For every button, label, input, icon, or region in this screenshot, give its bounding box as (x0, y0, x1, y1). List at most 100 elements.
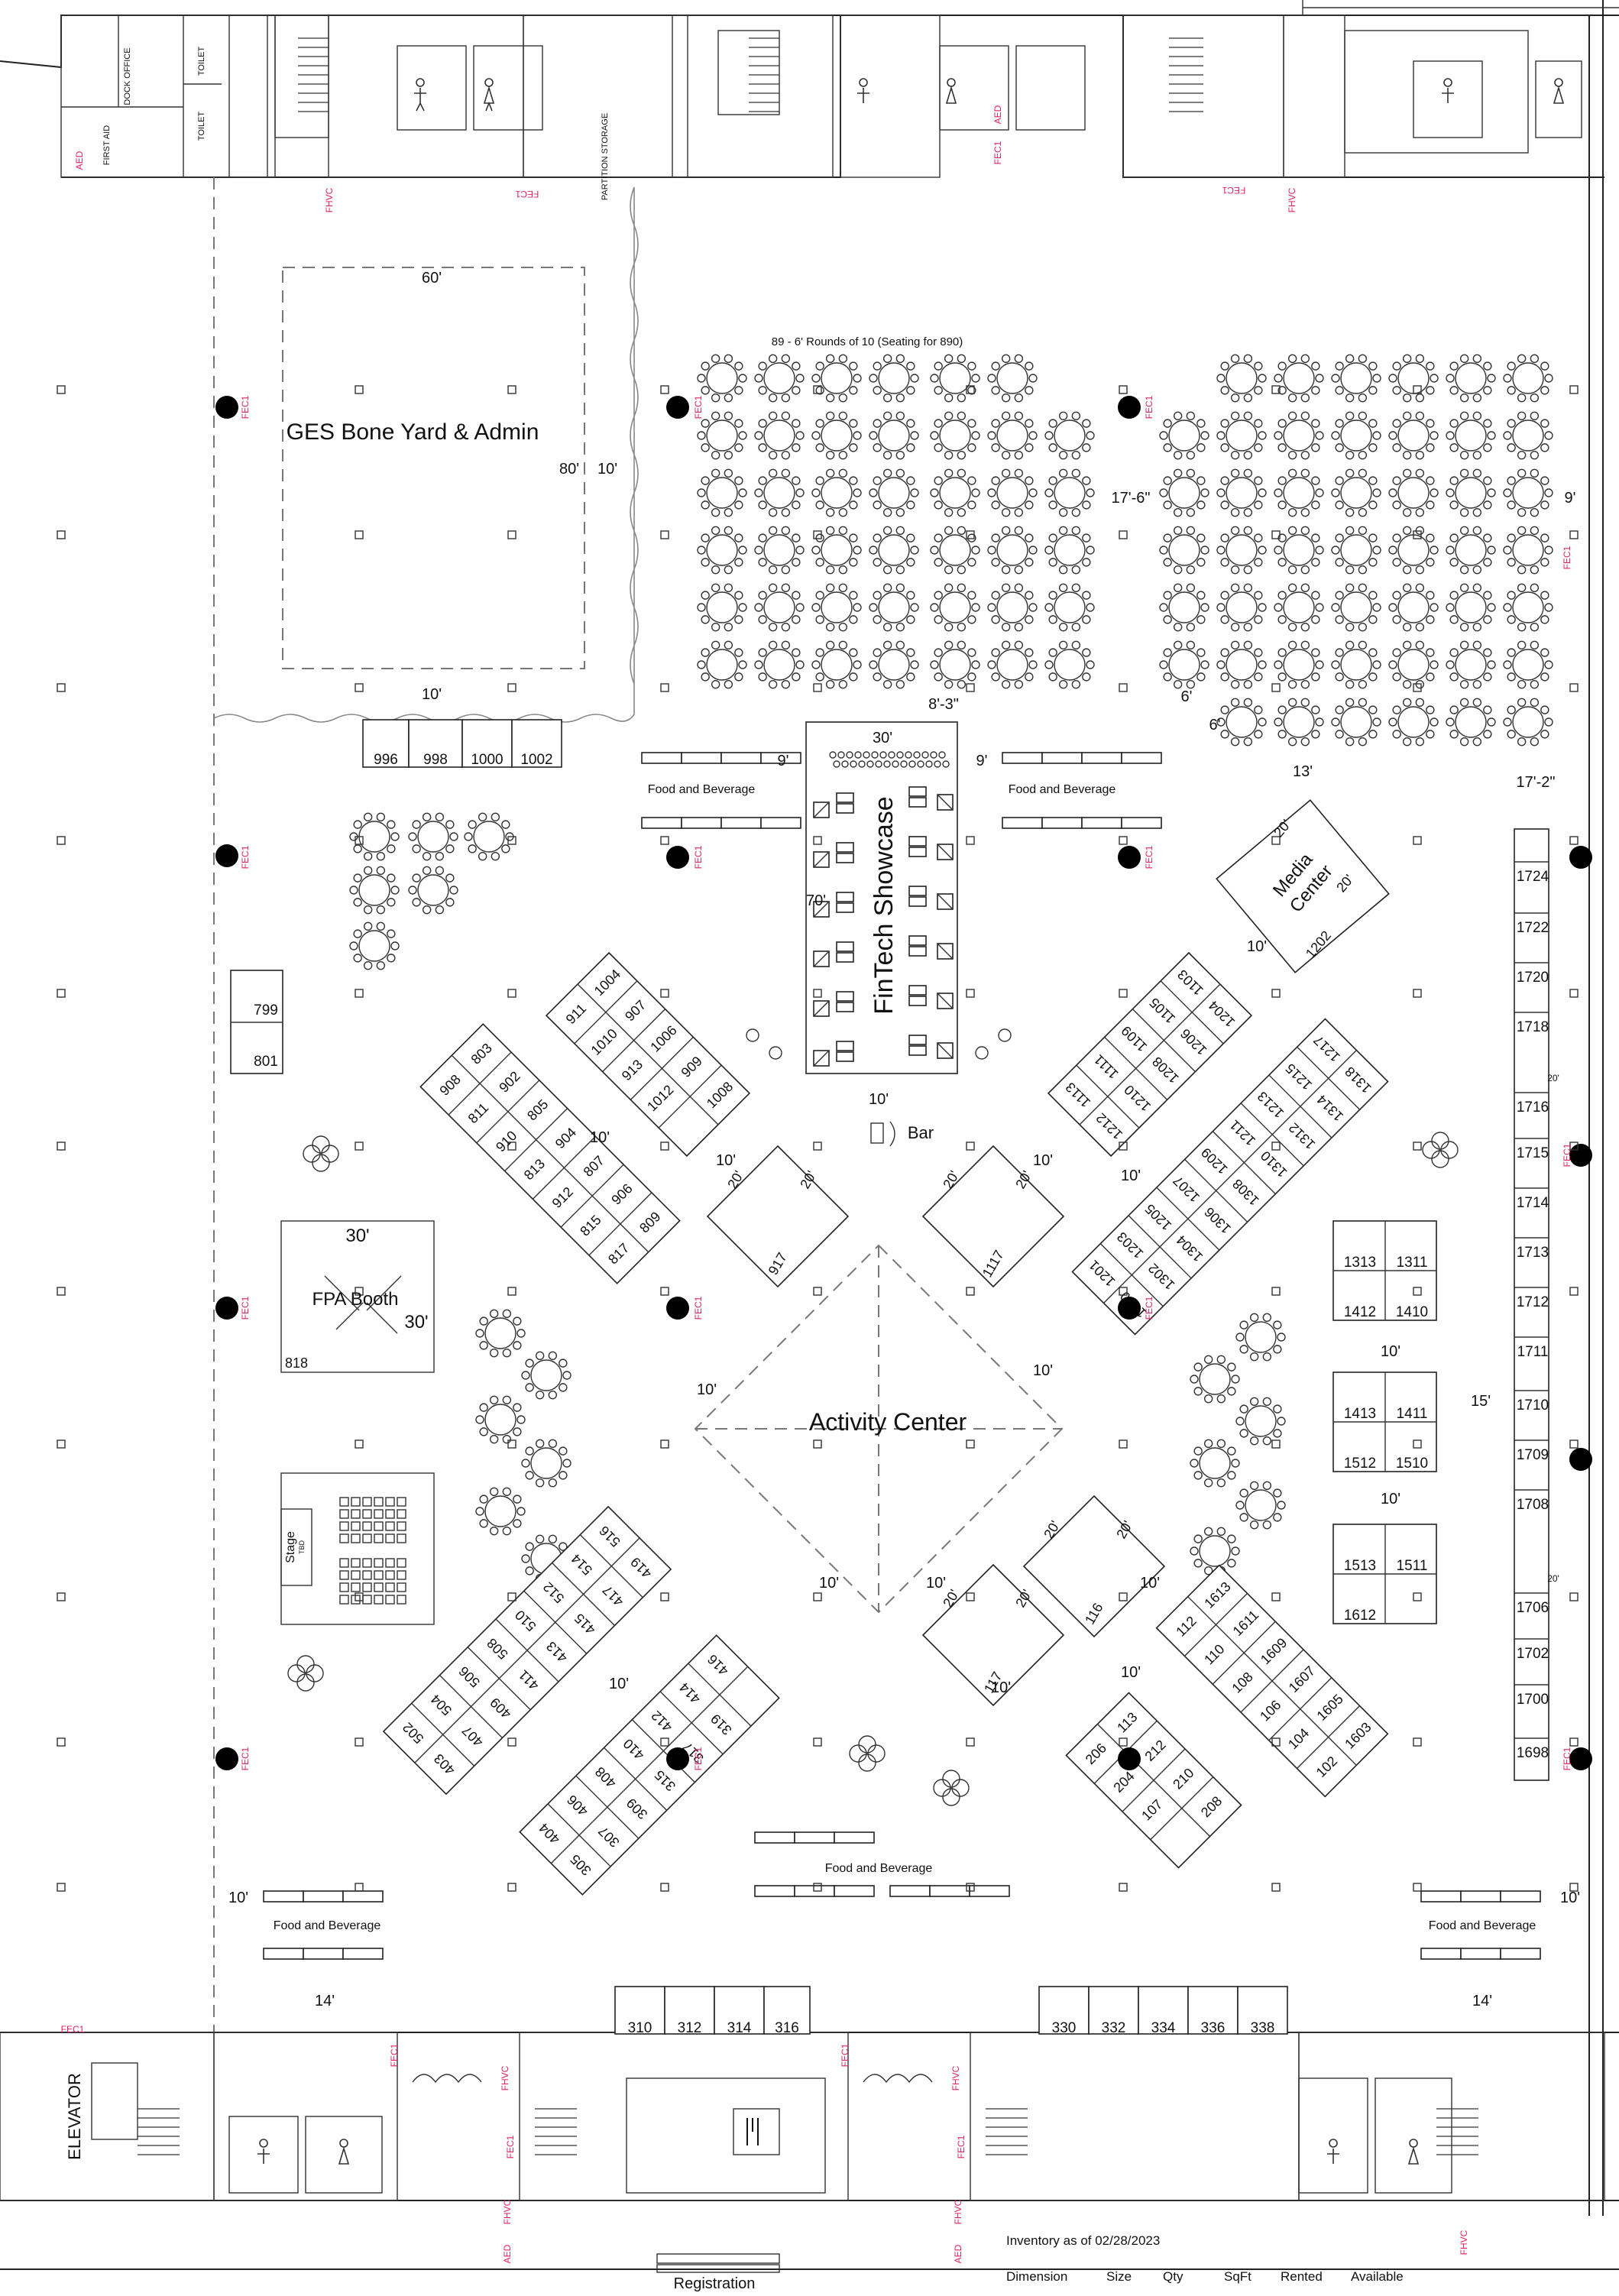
chair (1517, 354, 1527, 364)
marker (1569, 836, 1579, 845)
chair (1173, 565, 1183, 575)
chair (906, 591, 915, 600)
bar-table (975, 1046, 989, 1060)
chair (815, 591, 824, 600)
chair (869, 374, 878, 383)
chair (1243, 583, 1253, 593)
round-table (1340, 591, 1372, 623)
booth-number: 1311 (1397, 1255, 1428, 1271)
marker (660, 1142, 669, 1151)
fb-table (929, 1885, 970, 1897)
chair (1082, 500, 1091, 510)
chair (734, 591, 743, 600)
seat (351, 1558, 361, 1568)
chair (1402, 640, 1412, 650)
chair (1335, 558, 1344, 567)
chair (1459, 565, 1469, 575)
fb-table (794, 1831, 835, 1844)
chair (1335, 705, 1344, 714)
chair (1159, 431, 1168, 440)
chair (535, 1534, 545, 1544)
round-table (1054, 419, 1086, 452)
dining-icon (733, 2108, 780, 2155)
chair (1483, 361, 1492, 371)
round-table (763, 362, 795, 394)
chair (1402, 565, 1412, 575)
chair (1392, 730, 1401, 739)
chair (1388, 546, 1397, 555)
chair (1243, 737, 1253, 746)
chair (967, 672, 976, 682)
chair (525, 1542, 534, 1551)
chair (535, 1478, 545, 1488)
chair (906, 500, 915, 510)
marker (1413, 989, 1422, 998)
chair (1287, 622, 1297, 632)
chair (1243, 526, 1253, 536)
chair (1082, 476, 1091, 485)
chair (701, 419, 710, 428)
round-table (1054, 477, 1086, 509)
fb-table (969, 1885, 1010, 1897)
dim: 10' (1381, 1491, 1400, 1507)
chair (879, 751, 887, 759)
chair (758, 533, 767, 542)
chair (1028, 431, 1038, 440)
seat (397, 1595, 406, 1605)
booth-divider (414, 1537, 640, 1763)
chair (1507, 591, 1516, 600)
round-table (878, 649, 910, 681)
inventory-header: SqFt (1224, 2269, 1251, 2284)
marker (1119, 989, 1128, 998)
chair (841, 760, 849, 768)
chair (1163, 500, 1172, 510)
chair (711, 565, 720, 575)
chair (1243, 507, 1253, 517)
bar-label: Bar (908, 1123, 934, 1142)
fb-table (1420, 1948, 1462, 1960)
chair (1186, 622, 1196, 632)
chair (1254, 419, 1263, 428)
chair (1311, 443, 1320, 452)
marker (1569, 1439, 1579, 1449)
round-table (1283, 477, 1315, 509)
stage-area (280, 1472, 435, 1625)
marker (507, 1287, 516, 1296)
activity-center (694, 1244, 1064, 1614)
chair (882, 622, 892, 632)
chair (1311, 672, 1320, 682)
chair (521, 1371, 530, 1380)
fintech-dim-r: 9' (976, 753, 988, 769)
chair (825, 526, 835, 536)
chair (1530, 622, 1540, 632)
chair (1507, 558, 1516, 567)
chair (1368, 443, 1378, 452)
chair (548, 1439, 558, 1449)
chair (957, 468, 967, 478)
chair (991, 443, 1000, 452)
chair (1048, 648, 1057, 657)
chair (1273, 1513, 1282, 1522)
chair (882, 450, 892, 460)
chair (930, 660, 939, 669)
kiosk (908, 896, 927, 907)
chair (1507, 476, 1516, 485)
chair (1415, 622, 1425, 632)
booth-number: 1313 (1344, 1255, 1376, 1271)
chair (724, 679, 733, 689)
chair (1048, 533, 1057, 542)
chair (701, 558, 710, 567)
chair (781, 640, 791, 650)
chair (1287, 468, 1297, 478)
chair (501, 820, 510, 829)
chair (1262, 1352, 1272, 1362)
chair (1300, 507, 1310, 517)
chair (478, 851, 487, 861)
chair (1163, 558, 1172, 567)
chair (1300, 698, 1310, 708)
chair (1220, 500, 1229, 510)
marker (813, 836, 822, 845)
marker (507, 530, 516, 539)
safety-label: FEC1 (693, 1747, 704, 1770)
kiosk (908, 847, 927, 857)
